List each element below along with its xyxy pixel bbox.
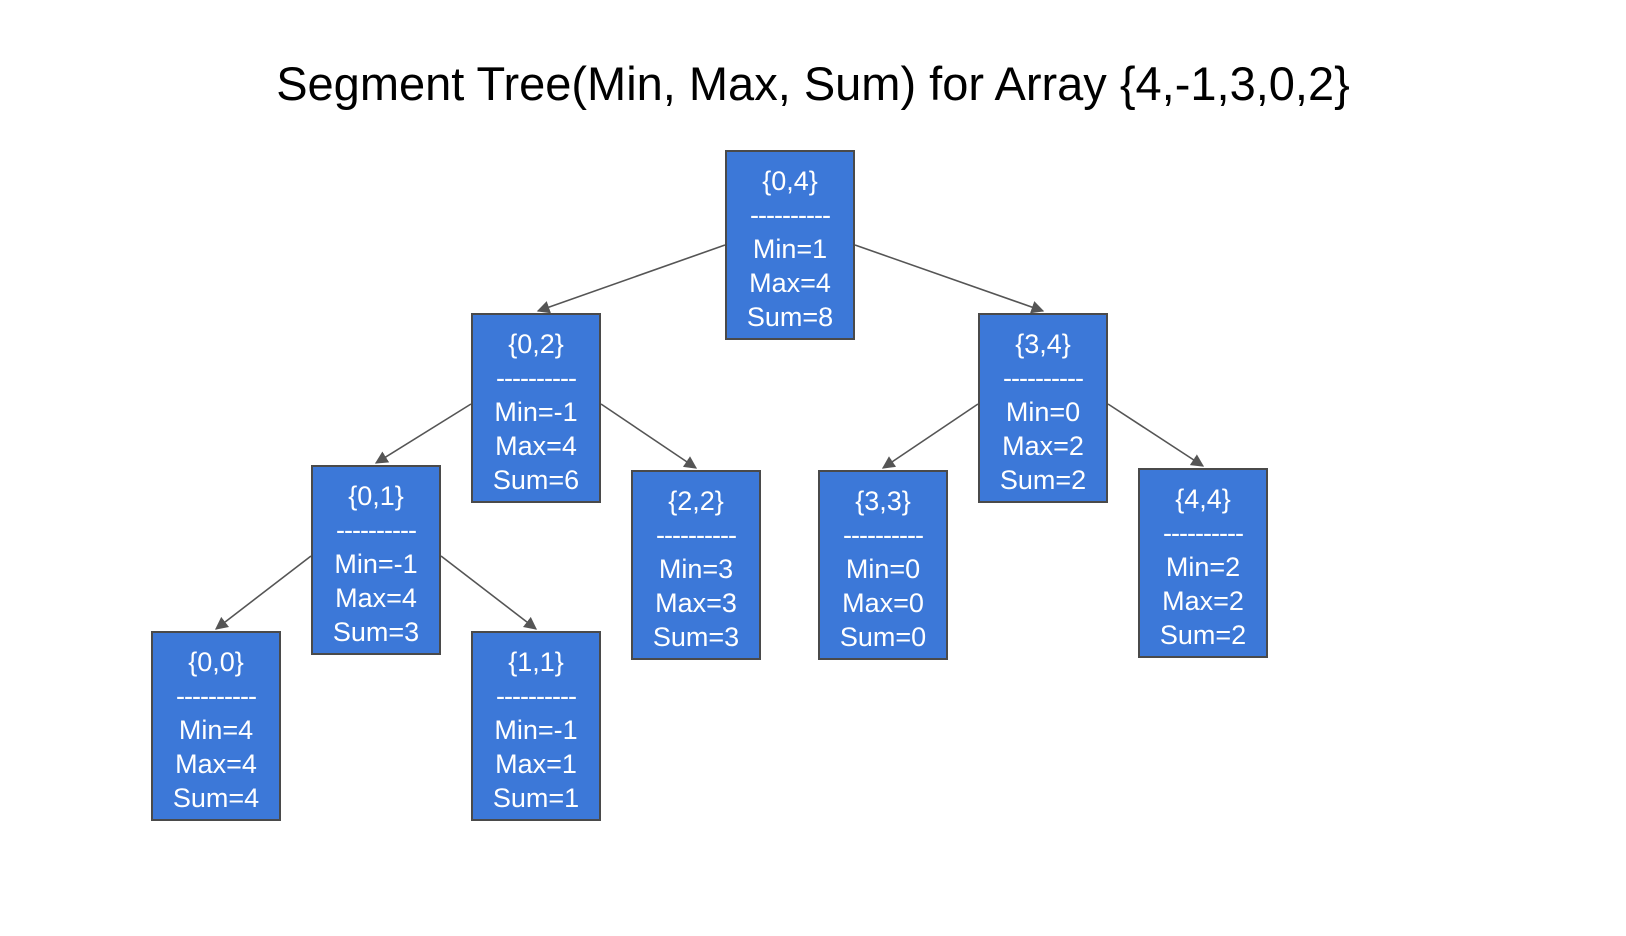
node-separator: ---------- [750, 200, 831, 230]
node-range-label: {1,1} [508, 647, 564, 677]
node-sum-value: Sum=0 [839, 622, 927, 652]
node-separator: ---------- [656, 520, 737, 550]
node-max-value: Max=1 [495, 749, 577, 779]
edge-0-2-to-2-2 [600, 403, 698, 469]
node-max-value: Max=3 [655, 588, 737, 618]
node-max-value: Max=4 [749, 268, 831, 298]
node-range-label: {0,2} [508, 329, 564, 359]
node-max-value: Max=0 [842, 588, 924, 618]
node-min-value: Min=0 [1005, 397, 1081, 427]
node-separator: ---------- [1003, 363, 1084, 393]
node-range-label: {0,1} [348, 481, 404, 511]
node-separator: ---------- [176, 681, 257, 711]
node-separator: ---------- [496, 363, 577, 393]
node-sum-value: Sum=3 [652, 622, 740, 652]
node-sum-value: Sum=8 [746, 302, 834, 332]
node-separator: ---------- [1163, 518, 1244, 548]
node-range-label: {2,2} [668, 486, 724, 516]
edge-0-1-to-0-0 [214, 555, 312, 630]
node-separator: ---------- [496, 681, 577, 711]
node-sum-value: Sum=1 [492, 783, 580, 813]
edge-0-2-to-0-1 [374, 403, 472, 464]
node-sum-value: Sum=2 [1159, 620, 1247, 650]
node-max-value: Max=2 [1002, 431, 1084, 461]
node-min-value: Min=0 [845, 554, 921, 584]
node-min-value: Min=2 [1165, 552, 1241, 582]
node-separator: ---------- [336, 515, 417, 545]
node-separator: ---------- [843, 520, 924, 550]
node-range-label: {3,4} [1015, 329, 1071, 359]
node-min-value: Min=4 [178, 715, 254, 745]
node-min-value: Min=-1 [494, 715, 578, 745]
node-range-label: {3,3} [855, 486, 911, 516]
node-max-value: Max=4 [335, 583, 417, 613]
node-min-value: Min=1 [752, 234, 828, 264]
edge-3-4-to-4-4 [1107, 403, 1205, 467]
node-max-value: Max=4 [495, 431, 577, 461]
node-min-value: Min=-1 [334, 549, 418, 579]
node-max-value: Max=4 [175, 749, 257, 779]
node-range-label: {0,4} [762, 166, 818, 196]
diagram-title: Segment Tree(Min, Max, Sum) for Array {4… [276, 57, 1350, 110]
node-range-label: {0,0} [188, 647, 244, 677]
node-sum-value: Sum=2 [999, 465, 1087, 495]
edge-3-4-to-3-3 [881, 403, 979, 469]
node-range-label: {4,4} [1175, 484, 1231, 514]
node-min-value: Min=-1 [494, 397, 578, 427]
node-sum-value: Sum=4 [172, 783, 260, 813]
edge-0-4-to-0-2 [536, 244, 726, 314]
edge-0-1-to-1-1 [440, 555, 538, 630]
node-sum-value: Sum=6 [492, 465, 580, 495]
edge-0-4-to-3-4 [854, 244, 1045, 314]
node-max-value: Max=2 [1162, 586, 1244, 616]
node-sum-value: Sum=3 [332, 617, 420, 647]
node-min-value: Min=3 [658, 554, 734, 584]
